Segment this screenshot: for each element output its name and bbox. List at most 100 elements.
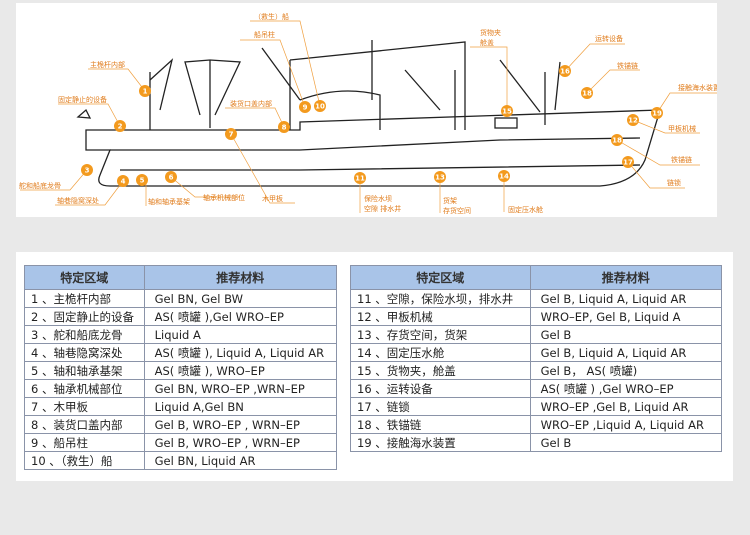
label-12: 甲板机械 [668,124,696,133]
area-cell: 12 、甲板机械 [350,307,531,326]
marker-number: 18 [612,137,622,145]
area-cell: 13 、存货空间，货架 [350,325,531,344]
marker-number: 10 [315,103,325,111]
material-cell: Gel B [529,325,723,344]
material-cell: WRO–EP ,Liquid A, Liquid AR [529,415,723,434]
material-cell: Liquid A [143,325,338,344]
label-15a: 货物夹 [480,28,501,37]
label-15b: 舱盖 [480,38,494,47]
marker-circle [139,85,151,97]
area-cell: 16 、运转设备 [350,379,531,398]
marker-circle [354,172,366,184]
marker-circle [651,107,663,119]
marker-number: 12 [628,117,638,125]
label-13b: 存货空间 [443,206,471,215]
area-cell: 17 、链锁 [350,397,531,416]
marker-circle [136,174,148,186]
label-18b: 铁锚链 [671,155,692,164]
label-9: 船吊柱 [254,30,275,39]
material-cell: Gel B， AS( 喷罐) [529,361,723,380]
marker-number: 18 [582,90,592,98]
area-cell: 14 、固定压水舱 [350,343,531,362]
marker-circle [501,105,513,117]
label-8: 装货口盖内部 [230,99,272,108]
marker-number: 11 [355,175,365,183]
marker-circle [299,101,311,113]
marker-circle [581,87,593,99]
label-17: 链锁 [667,178,681,187]
label-14: 固定压水舱 [508,205,543,214]
marker-number: 17 [623,159,633,167]
header-material: 推荐材料 [143,265,338,290]
label-6: 轴承机械部位 [203,193,245,202]
marker-number: 9 [303,104,308,112]
marker-circle [278,121,290,133]
marker-number: 14 [499,173,509,181]
material-cell: Gel B [529,433,723,452]
marker-number: 8 [282,124,287,132]
material-cell: AS( 喷罐 ) ,Gel WRO–EP [529,379,723,398]
material-cell: WRO–EP ,Gel B, Liquid AR [529,397,723,416]
label-16: 运转设备 [595,34,623,43]
marker-circle [114,120,126,132]
marker-circle [117,175,129,187]
material-cell: AS( 喷罐 ), Liquid A, Liquid AR [143,343,338,362]
table-header: 特定区域 推荐材料 [24,265,338,290]
marker-number: 1 [143,88,148,96]
material-cell: Gel B, WRO–EP , WRN–EP [143,433,338,452]
marker-number: 5 [140,177,145,185]
material-cell: Gel BN, Gel BW [143,289,338,308]
area-cell: 1 、主桅杆内部 [24,289,145,308]
area-cell: 19 、接触海水装置 [350,433,531,452]
label-18a: 铁锚链 [617,61,638,70]
marker-circle [165,171,177,183]
area-cell: 6 、轴承机械部位 [24,379,145,398]
material-cell: Gel B, Liquid A, Liquid AR [529,343,723,362]
marker-circle [611,134,623,146]
area-cell: 9 、船吊柱 [24,433,145,452]
label-2: 固定静止的设备 [58,95,107,104]
material-cell: Liquid A,Gel BN [143,397,338,416]
marker-number: 2 [118,123,123,131]
marker-number: 4 [121,178,126,186]
label-4: 轴巷隐窝深处 [57,196,99,205]
marker-circle [81,164,93,176]
material-cell: AS( 喷罐 ), WRO–EP [143,361,338,380]
label-11b: 空隙 排水井 [364,204,401,213]
material-cell: Gel BN, Liquid AR [143,451,338,470]
ship-hull [76,40,661,187]
marker-circle [622,156,634,168]
material-cell: Gel B, WRO–EP , WRN–EP [143,415,338,434]
marker-number: 13 [435,174,445,182]
marker-circle [434,171,446,183]
area-cell: 7 、木甲板 [24,397,145,416]
area-cell: 11 、空隙，保险水坝，排水井 [350,289,531,308]
marker-circle [498,170,510,182]
labels: 主桅杆内部 固定静止的设备 舵和船底龙骨 轴巷隐窝深处 轴和轴承基架 轴承机械部… [19,12,717,215]
table-header: 特定区域 推荐材料 [350,265,723,290]
marker-number: 19 [652,110,662,118]
label-1: 主桅杆内部 [90,60,125,69]
marker-number: 15 [502,108,512,116]
header-area: 特定区域 [350,265,531,290]
marker-number: 16 [560,68,570,76]
marker-number: 7 [229,131,234,139]
